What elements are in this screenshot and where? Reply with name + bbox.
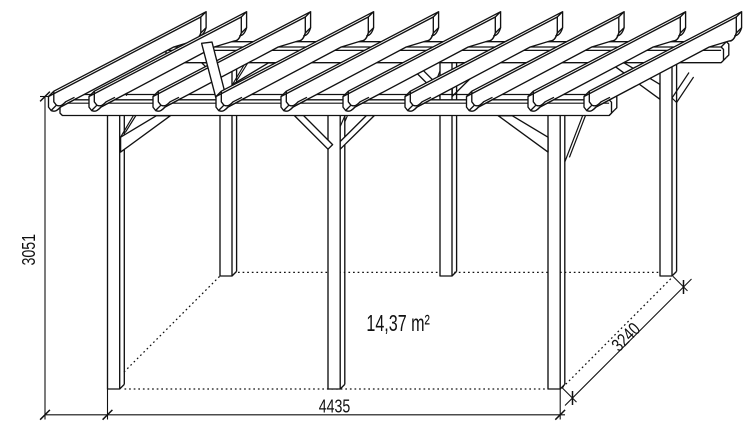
svg-text:4435: 4435 <box>319 397 351 417</box>
svg-text:3051: 3051 <box>19 234 39 266</box>
svg-text:14,37 m²: 14,37 m² <box>366 311 430 336</box>
